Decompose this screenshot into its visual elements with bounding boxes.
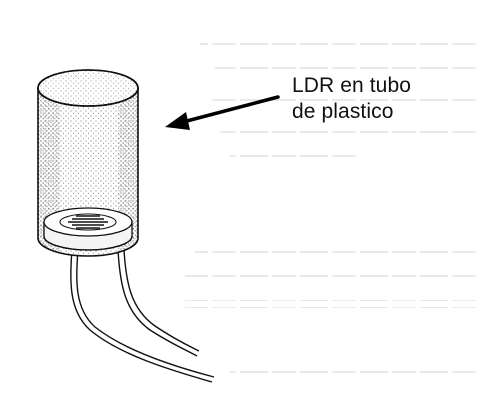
lead-wire-left-inner: [76, 247, 215, 378]
lead-wire-right: [117, 249, 198, 357]
lead-wire-left: [70, 247, 213, 383]
ldr-callout-label: LDR en tubo de plastico: [292, 73, 411, 125]
callout-line-1: LDR en tubo: [292, 74, 412, 97]
ldr-sensor: [43, 207, 133, 251]
lead-wire-right-inner: [123, 249, 200, 352]
callout-arrow: [165, 95, 280, 130]
callout-line-2: de plastico: [292, 100, 394, 123]
ldr-serpentine-track: [68, 215, 108, 229]
lead-wires: [70, 247, 215, 383]
background-text-bleed: [185, 40, 477, 376]
